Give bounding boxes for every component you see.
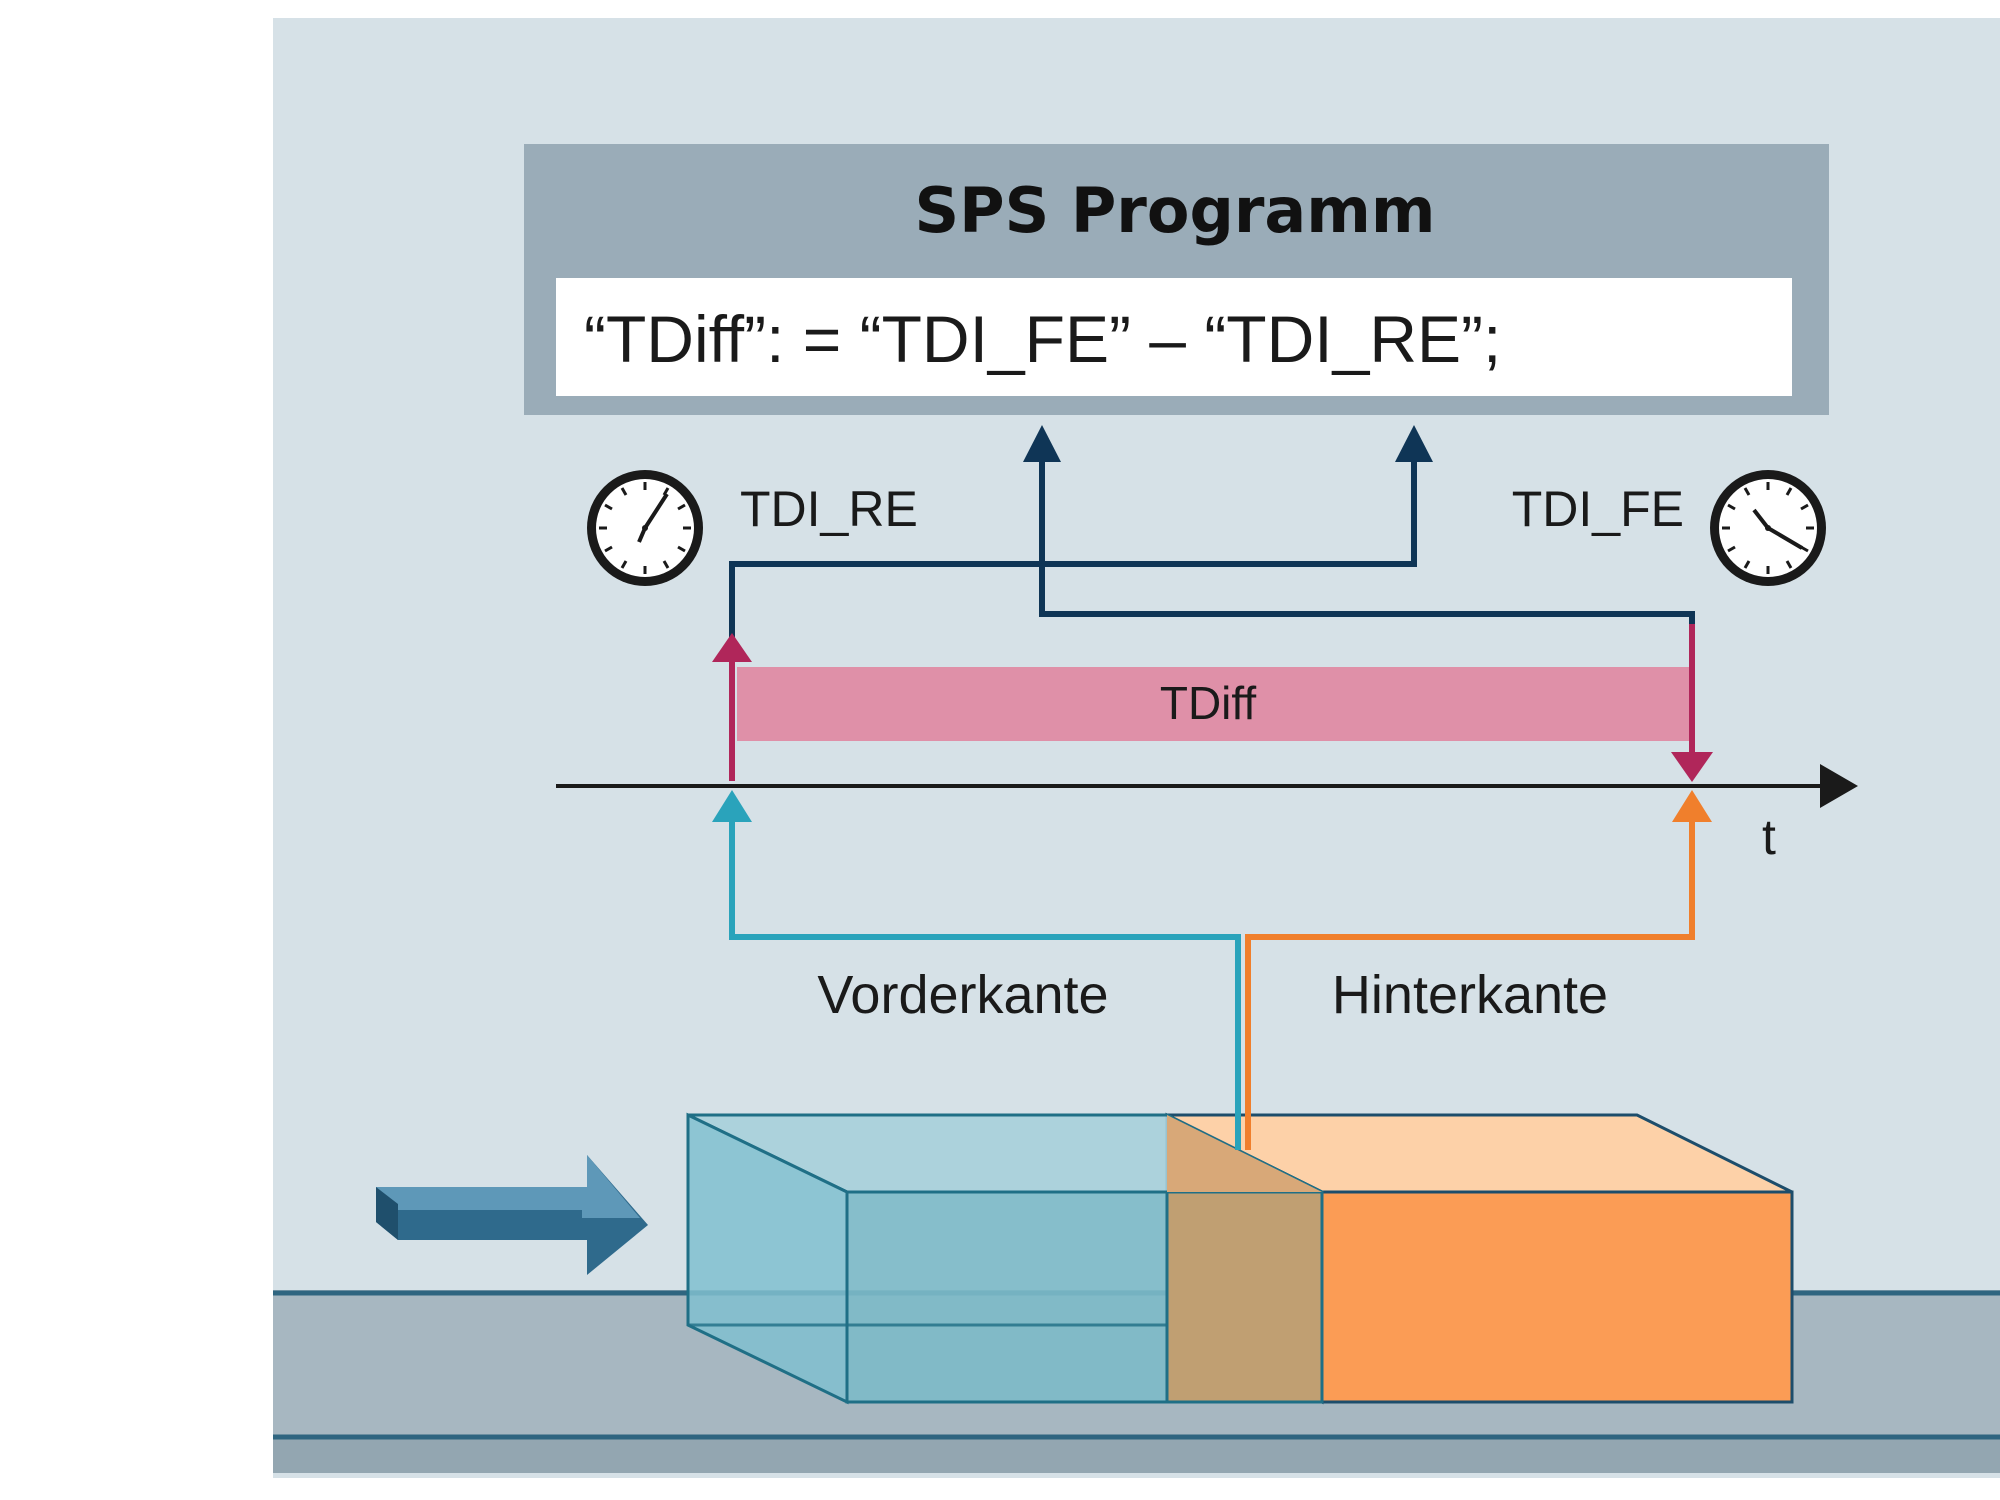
program-title: SPS Programm — [915, 174, 1436, 247]
direction-arrow-icon — [376, 1155, 648, 1275]
back-edge-signal-line — [1245, 820, 1695, 1150]
tdi-re-signal-line — [729, 428, 1426, 640]
tdi-fe-signal-line — [1030, 428, 1695, 624]
back-edge-label: Hinterkante — [1332, 965, 1608, 1025]
tdi-re-label: TDI_RE — [740, 481, 918, 537]
plc-program-block: SPS Programm “TDiff”: = “TDI_FE” – “TDI_… — [524, 144, 1829, 415]
arrow-right-icon — [1820, 764, 1858, 808]
arrow-up-icon — [1395, 425, 1433, 462]
tdiff-label: TDiff — [1160, 677, 1256, 729]
clock-icon — [1710, 470, 1826, 586]
clock-icon — [587, 470, 703, 586]
teal-box — [686, 1112, 1324, 1405]
arrow-up-icon — [712, 790, 752, 822]
front-edge-signal-line — [729, 820, 1241, 1150]
time-axis-label: t — [1762, 809, 1776, 865]
front-edge-label: Vorderkante — [817, 965, 1108, 1025]
arrow-up-icon — [712, 633, 752, 662]
arrow-down-icon — [1671, 752, 1713, 782]
code-box — [556, 278, 1792, 396]
program-code-line: “TDiff”: = “TDI_FE” – “TDI_RE”; — [584, 302, 1501, 376]
arrow-up-icon — [1023, 425, 1061, 462]
tdiff-bar — [737, 667, 1690, 741]
tdi-fe-label: TDI_FE — [1512, 481, 1684, 537]
arrow-up-icon — [1672, 790, 1712, 822]
